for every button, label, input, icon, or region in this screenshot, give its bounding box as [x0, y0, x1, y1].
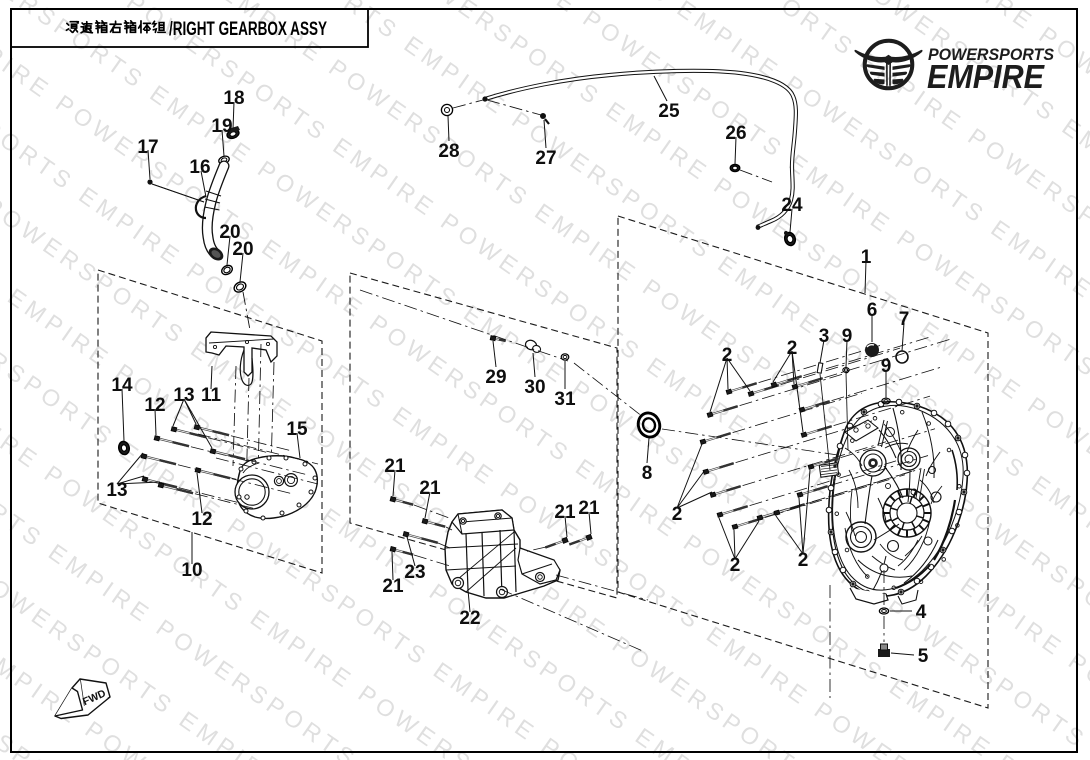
svg-text:27: 27: [535, 148, 556, 169]
svg-text:21: 21: [578, 498, 600, 519]
svg-text:21: 21: [384, 456, 406, 477]
svg-text:13: 13: [173, 385, 194, 406]
svg-text:21: 21: [419, 478, 441, 499]
svg-text:28: 28: [438, 141, 459, 162]
svg-text:9: 9: [881, 356, 892, 377]
svg-text:24: 24: [781, 195, 803, 216]
svg-text:20: 20: [232, 239, 253, 260]
svg-text:6: 6: [867, 300, 878, 321]
svg-text:10: 10: [181, 560, 202, 581]
svg-text:19: 19: [211, 116, 232, 137]
svg-text:21: 21: [382, 576, 404, 597]
svg-text:12: 12: [191, 509, 212, 530]
svg-text:POWERSPORTS: POWERSPORTS: [928, 46, 1054, 64]
svg-text:2: 2: [798, 550, 809, 571]
svg-text:/RIGHT GEARBOX ASSY: /RIGHT GEARBOX ASSY: [169, 19, 327, 40]
svg-text:4: 4: [916, 602, 927, 623]
svg-text:23: 23: [404, 562, 425, 583]
svg-text:7: 7: [899, 309, 910, 330]
svg-text:13: 13: [106, 480, 127, 501]
svg-text:20: 20: [219, 222, 240, 243]
svg-text:2: 2: [730, 555, 741, 576]
svg-text:EMPIRE: EMPIRE: [927, 58, 1045, 95]
svg-text:3: 3: [819, 326, 830, 347]
svg-text:2: 2: [672, 504, 683, 525]
svg-text:26: 26: [725, 123, 746, 144]
svg-text:21: 21: [554, 502, 576, 523]
svg-text:22: 22: [459, 608, 480, 629]
svg-text:29: 29: [485, 367, 506, 388]
svg-text:9: 9: [842, 326, 853, 347]
svg-text:11: 11: [201, 385, 222, 406]
svg-text:14: 14: [111, 375, 133, 396]
svg-text:12: 12: [144, 395, 165, 416]
svg-text:17: 17: [137, 137, 158, 158]
svg-text:18: 18: [223, 88, 244, 109]
svg-text:2: 2: [787, 338, 798, 359]
svg-text:5: 5: [918, 646, 929, 667]
svg-text:2: 2: [722, 345, 733, 366]
svg-text:8: 8: [642, 463, 653, 484]
svg-text:15: 15: [286, 419, 308, 440]
svg-text:1: 1: [861, 247, 872, 268]
svg-text:16: 16: [189, 157, 210, 178]
svg-text:25: 25: [658, 101, 680, 122]
svg-text:30: 30: [524, 377, 545, 398]
svg-text:31: 31: [554, 389, 576, 410]
